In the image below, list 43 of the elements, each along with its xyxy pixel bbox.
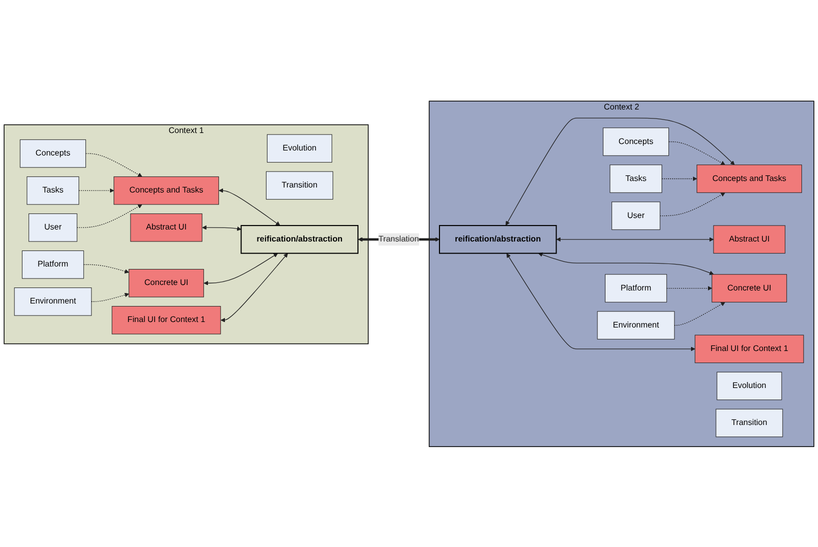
arrow	[85, 152, 142, 177]
node-box: Concrete UI	[128, 268, 204, 297]
node-box: User	[28, 213, 78, 242]
node-box: Concepts	[602, 127, 669, 156]
node-box: reification/abstraction	[240, 224, 358, 254]
arrow	[668, 141, 726, 165]
node-box: Final UI for Context 1	[112, 306, 221, 334]
arrow	[218, 188, 280, 226]
node-box: Platform	[22, 250, 84, 278]
node-box: Abstract UI	[713, 224, 786, 254]
node-box: User	[612, 201, 660, 230]
node-box: Evolution	[716, 371, 782, 400]
arrow	[506, 117, 735, 226]
arrow	[76, 204, 142, 228]
node-box: Transition	[716, 408, 783, 437]
node-box: Concepts and Tasks	[114, 176, 219, 204]
arrow	[204, 252, 278, 286]
node-box: Evolution	[266, 134, 332, 162]
node-box: Environment	[597, 310, 675, 340]
node-box: Tasks	[26, 176, 80, 204]
node-box: Transition	[266, 170, 334, 200]
node-box: Final UI for Context 1	[694, 334, 804, 363]
arrow	[662, 176, 698, 181]
node-box: Environment	[14, 287, 92, 316]
node-box: Concrete UI	[712, 274, 787, 302]
arrow	[78, 188, 114, 192]
arrow	[674, 302, 726, 326]
arrow	[220, 252, 288, 322]
node-box: reification/abstraction	[438, 224, 557, 254]
node-box: Concepts and Tasks	[696, 164, 802, 193]
node-box: Tasks	[610, 164, 662, 193]
arrow	[660, 192, 726, 216]
arrow	[538, 252, 714, 275]
arrow	[202, 224, 242, 231]
node-box: Abstract UI	[130, 213, 202, 242]
arrow	[91, 292, 130, 302]
node-box: Concepts	[20, 139, 86, 168]
node-box: Platform	[604, 274, 667, 302]
arrow	[506, 252, 696, 351]
arrow	[83, 264, 130, 274]
edge-label: Translation	[378, 234, 419, 244]
arrow	[556, 236, 714, 242]
arrow	[666, 286, 712, 290]
